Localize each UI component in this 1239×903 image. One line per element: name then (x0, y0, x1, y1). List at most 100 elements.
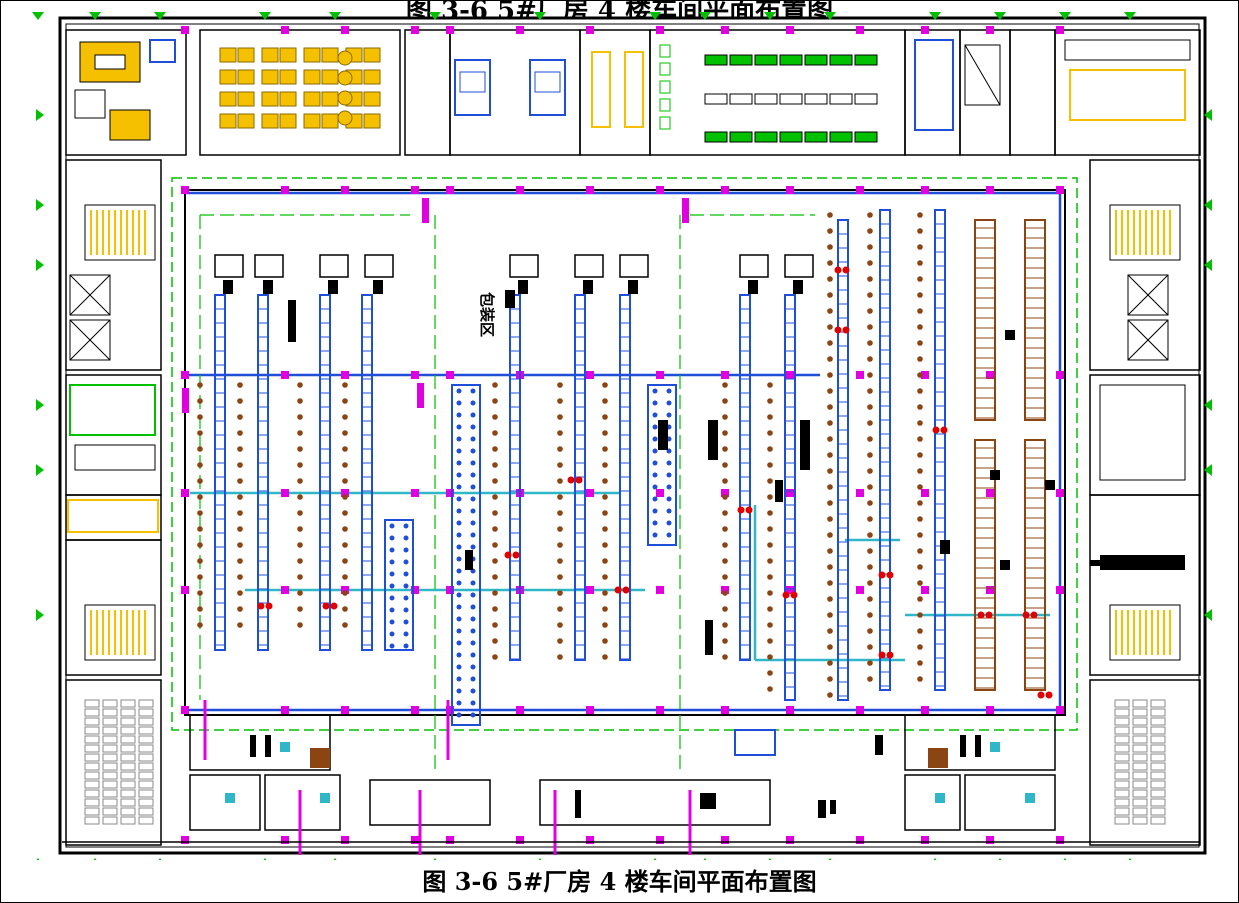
locker (1114, 771, 1130, 780)
stool (237, 382, 243, 388)
stool (917, 564, 923, 570)
item-dot (456, 424, 462, 430)
axis-arrow-bottom (158, 858, 162, 860)
machine-core (223, 280, 233, 294)
axis-arrow-top (764, 12, 776, 20)
item-dot (666, 520, 672, 526)
axis-arrow-bottom (433, 858, 437, 860)
locker (120, 708, 136, 717)
axis-arrow-top (994, 12, 1006, 20)
stool (867, 596, 873, 602)
stool (917, 532, 923, 538)
locker (84, 708, 100, 717)
column (856, 26, 864, 34)
item-dot (470, 676, 476, 682)
assembly-line (214, 294, 226, 651)
stool (237, 542, 243, 548)
stool (867, 452, 873, 458)
locker (1114, 807, 1130, 816)
building-outline (58, 16, 1207, 855)
magenta-leaders (203, 700, 692, 855)
stool (827, 340, 833, 346)
floor-plan: 包装区 (32, 12, 1212, 860)
column (516, 186, 524, 194)
axis-arrow-top (929, 12, 941, 20)
stool (867, 580, 873, 586)
item-dot (470, 580, 476, 586)
item-dot (470, 424, 476, 430)
item-dot (403, 535, 409, 541)
item-dot (456, 712, 462, 718)
item-dot (456, 676, 462, 682)
column (986, 706, 994, 714)
desk (261, 47, 279, 63)
column (181, 836, 189, 844)
item-dot (666, 388, 672, 394)
column (786, 489, 794, 497)
item-dot (470, 712, 476, 718)
stool (557, 414, 563, 420)
stool (342, 446, 348, 452)
office-desk-clusters (219, 47, 381, 129)
column (181, 26, 189, 34)
stool (342, 478, 348, 484)
item-dot (652, 436, 658, 442)
elevator-x (69, 274, 111, 316)
locker (120, 753, 136, 762)
door-marker (682, 198, 689, 223)
left-core (65, 159, 162, 846)
red-marker (834, 266, 842, 274)
red-marker (1022, 611, 1030, 619)
stool (767, 414, 773, 420)
red-marker (940, 426, 948, 434)
stool (722, 574, 728, 580)
stool (827, 292, 833, 298)
item-dot (666, 472, 672, 478)
stool (197, 494, 203, 500)
bench (729, 54, 753, 66)
stool (767, 526, 773, 532)
axis-arrow-top (824, 12, 836, 20)
assembly-line (837, 219, 849, 701)
stool (492, 590, 498, 596)
item-dot (456, 508, 462, 514)
column (281, 26, 289, 34)
item-dot (652, 388, 658, 394)
column (856, 186, 864, 194)
equipment-block (505, 290, 515, 308)
column (856, 586, 864, 594)
stool (342, 398, 348, 404)
stool (297, 382, 303, 388)
stool (297, 606, 303, 612)
stool (827, 484, 833, 490)
stool (297, 494, 303, 500)
stool (342, 382, 348, 388)
locker (84, 780, 100, 789)
item-dot (470, 472, 476, 478)
red-marker (567, 476, 575, 484)
stool (237, 526, 243, 532)
column (856, 489, 864, 497)
machine (619, 254, 649, 278)
stool (557, 494, 563, 500)
bench (729, 131, 753, 143)
desk (303, 47, 321, 63)
stool (867, 292, 873, 298)
stool (602, 558, 608, 564)
red-marker (886, 571, 894, 579)
equipment-block (775, 480, 783, 502)
stool (722, 462, 728, 468)
stool (917, 516, 923, 522)
stool (767, 494, 773, 500)
assembly-line (784, 294, 796, 701)
top-rooms (65, 29, 1201, 156)
item-dot (456, 616, 462, 622)
item-dot (456, 664, 462, 670)
axis-arrow-bottom (933, 858, 937, 860)
stool (722, 430, 728, 436)
column (586, 489, 594, 497)
item-dot (470, 436, 476, 442)
stool (297, 398, 303, 404)
stool (827, 436, 833, 442)
elevator-car (1127, 319, 1169, 361)
